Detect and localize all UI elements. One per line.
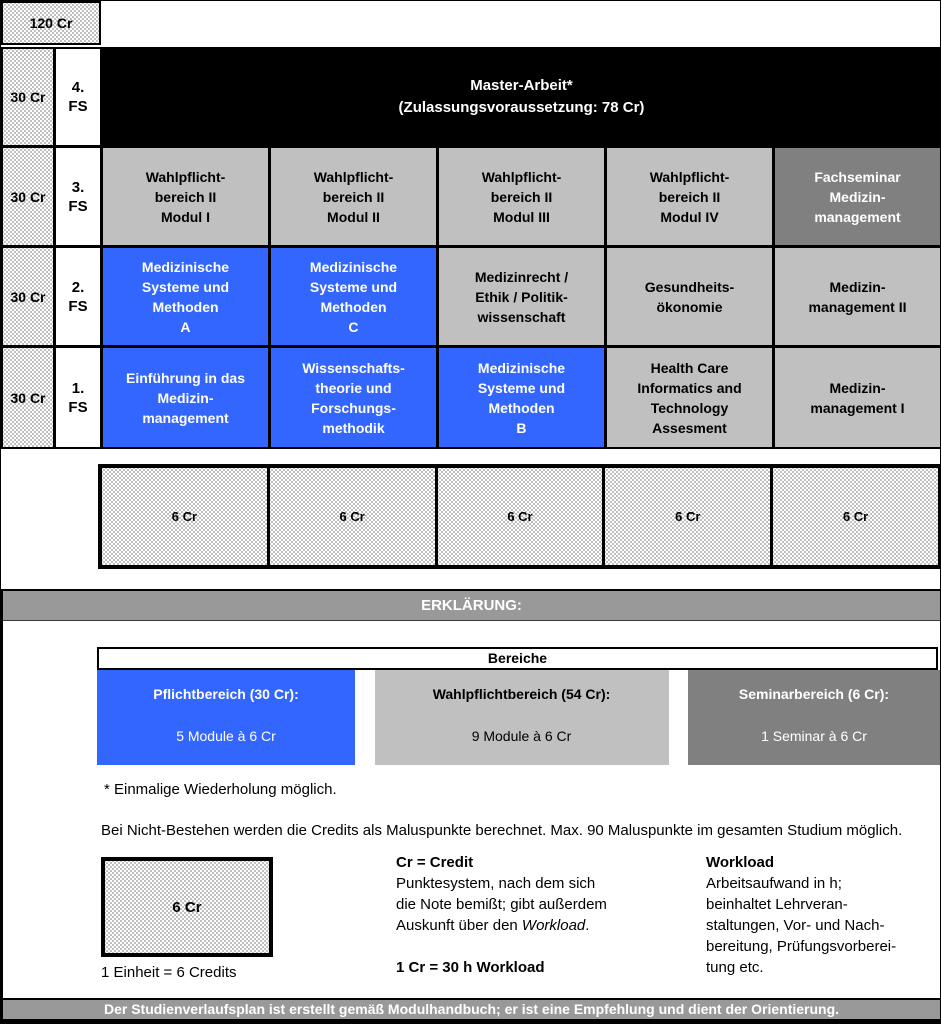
module-cell-gesundheitsoekonomie: Gesundheits- ökonomie	[607, 248, 772, 345]
column-credits-cell: 6 Cr	[605, 468, 771, 565]
credit-workload-equation: 1 Cr = 30 h Workload	[396, 959, 545, 976]
legend-box-title: Pflichtbereich (30 Cr):	[153, 686, 299, 702]
workload-definition-title: Workload	[706, 854, 775, 871]
module-cell-wahlpflicht-modul-1: Wahlpflicht- bereich II Modul I	[103, 148, 268, 245]
workload-definition-block: Workload Arbeitsaufwand in h; beinhaltet…	[706, 852, 940, 978]
module-cell-med-systeme-b: Medizinische Systeme und Methoden B	[439, 348, 604, 447]
legend-box-detail: 5 Module à 6 Cr	[176, 728, 276, 744]
credit-definition-block: Cr = Credit Punktesystem, nach dem sich …	[396, 852, 701, 978]
semester-label-1fs: 1. FS	[56, 348, 100, 447]
module-cell-med-systeme-c: Medizinische Systeme und Methoden C	[271, 248, 436, 345]
curriculum-grid: 30 Cr 4. FS Master-Arbeit* (Zulassungsvo…	[1, 47, 940, 449]
note-repeat-rule: * Einmalige Wiederholung möglich.	[104, 781, 337, 798]
semester-credits-cell: 30 Cr	[3, 49, 53, 145]
legend-box-detail: 1 Seminar à 6 Cr	[761, 728, 867, 744]
bereiche-title-box: Bereiche	[97, 647, 938, 670]
module-cell-med-systeme-a: Medizinische Systeme und Methoden A	[103, 248, 268, 345]
legend-box-seminarbereich: Seminarbereich (6 Cr): 1 Seminar à 6 Cr	[688, 670, 940, 765]
module-cell-medizinmanagement-1: Medizin- management I	[775, 348, 940, 447]
semester-label-4fs: 4. FS	[56, 49, 100, 145]
module-cell-medizinrecht: Medizinrecht / Ethik / Politik- wissensc…	[439, 248, 604, 345]
column-credits-cell: 6 Cr	[269, 468, 435, 565]
legend-box-wahlpflichtbereich: Wahlpflichtbereich (54 Cr): 9 Module à 6…	[374, 670, 669, 765]
legend-box-title: Wahlpflichtbereich (54 Cr):	[432, 686, 611, 702]
credits-per-column-strip: 6 Cr 6 Cr 6 Cr 6 Cr 6 Cr	[98, 464, 940, 569]
credit-definition-text-part: .	[585, 917, 590, 934]
column-credits-cell: 6 Cr	[102, 468, 267, 565]
column-credits-cell: 6 Cr	[437, 468, 603, 565]
credit-definition-text-part: Punktesystem, nach dem sich die Note bem…	[396, 875, 607, 934]
unit-caption: 1 Einheit = 6 Credits	[101, 964, 237, 981]
workload-definition-text: Arbeitsaufwand in h; beinhaltet Lehrvera…	[706, 875, 897, 976]
credit-definition-title: Cr = Credit	[396, 854, 474, 871]
module-cell-einfuehrung: Einführung in das Medizin- management	[103, 348, 268, 447]
semester-credits-cell: 30 Cr	[3, 248, 53, 345]
semester-label-3fs: 3. FS	[56, 148, 100, 245]
legend-section: ERKLÄRUNG: Bereiche Pflichtbereich (30 C…	[1, 589, 940, 1023]
legend-box-title: Seminarbereich (6 Cr):	[738, 686, 890, 702]
semester-credits-cell: 30 Cr	[3, 148, 53, 245]
module-cell-medizinmanagement-2: Medizin- management II	[775, 248, 940, 345]
module-cell-wahlpflicht-modul-2: Wahlpflicht- bereich II Modul II	[271, 148, 436, 245]
module-cell-master-arbeit: Master-Arbeit* (Zulassungsvoraussetzung:…	[103, 49, 940, 145]
legend-box-pflichtbereich: Pflichtbereich (30 Cr): 5 Module à 6 Cr	[97, 670, 355, 765]
module-cell-wahlpflicht-modul-3: Wahlpflicht- bereich II Modul III	[439, 148, 604, 245]
legend-header: ERKLÄRUNG:	[3, 591, 940, 621]
footer-note-bar: Der Studienverlaufsplan ist erstellt gem…	[3, 998, 940, 1023]
module-cell-wissenschaftstheorie: Wissenschafts- theorie und Forschungs- m…	[271, 348, 436, 447]
module-cell-wahlpflicht-modul-4: Wahlpflicht- bereich II Modul IV	[607, 148, 772, 245]
semester-label-2fs: 2. FS	[56, 248, 100, 345]
total-credits-cell: 120 Cr	[1, 1, 101, 45]
legend-box-detail: 9 Module à 6 Cr	[471, 728, 572, 744]
column-credits-cell: 6 Cr	[773, 468, 938, 565]
module-cell-health-care-informatics: Health Care Informatics and Technology A…	[607, 348, 772, 447]
note-malus-rule: Bei Nicht-Bestehen werden die Credits al…	[101, 822, 903, 839]
credit-definition-text: Punktesystem, nach dem sich die Note bem…	[396, 873, 701, 936]
unit-sample-box: 6 Cr	[101, 857, 273, 957]
semester-credits-cell: 30 Cr	[3, 348, 53, 447]
credit-definition-italic-word: Workload	[521, 917, 586, 934]
module-cell-fachseminar: Fachseminar Medizin- management	[775, 148, 940, 245]
bereiche-legend-row: Pflichtbereich (30 Cr): 5 Module à 6 Cr …	[97, 670, 940, 765]
